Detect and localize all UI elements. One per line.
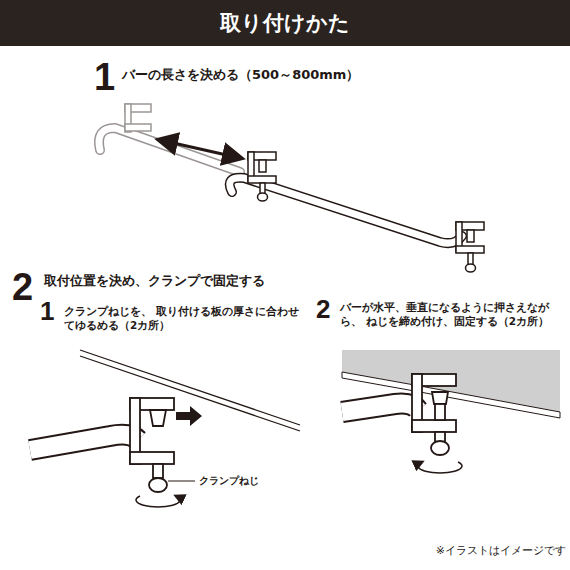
clamp [248, 152, 276, 201]
leader-line [168, 481, 195, 482]
bar-ghost [99, 104, 240, 172]
substep-number: 2 [316, 296, 330, 322]
substep-number: 1 [40, 298, 54, 324]
rotation-arrow [136, 496, 180, 507]
note: ※イラストはイメージです [330, 544, 566, 559]
bar-detail [30, 435, 138, 450]
bar-detail [342, 404, 418, 412]
substep-text: バーが水平、垂直になるように押さえながら、 ねじを締め付け、固定する（2カ所） [340, 300, 565, 328]
part-label: クランプねじ [199, 474, 259, 488]
clamp-detail [412, 374, 456, 455]
title: 取り付けかた [0, 0, 570, 46]
board-outline [80, 350, 300, 431]
bar [230, 178, 462, 243]
clamp-detail [130, 398, 174, 492]
step-number: 1 [94, 58, 115, 96]
step-number: 2 [12, 268, 33, 306]
length-arrow [160, 140, 240, 158]
step-text: バーの長さを決める（500～800mm） [122, 66, 422, 84]
substep-text: クランプねじを、 取り付ける板の厚さに合わせてゆるめる（2カ所） [64, 304, 304, 332]
insert-arrow [176, 406, 202, 426]
clamp [456, 222, 484, 272]
rotation-arrow [418, 462, 462, 473]
step-text: 取付位置を決め、クランプで固定する [44, 272, 444, 290]
board-edge [342, 372, 560, 418]
